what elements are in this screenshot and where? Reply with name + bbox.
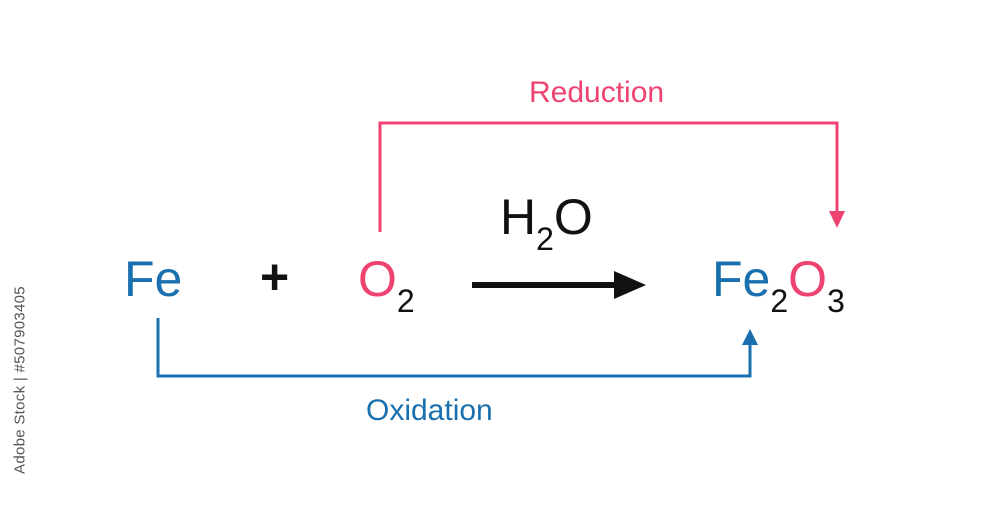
oxidation-bracket-line [156,318,752,378]
stock-watermark: Adobe Stock | #507903405 [10,265,30,495]
reduction-bracket-line [378,121,839,232]
reaction-arrowhead [614,271,646,299]
water-o-symbol: O [553,189,593,245]
water-h-symbol: H [500,189,537,245]
reactant-oxygen-symbol: O [358,251,397,307]
reduction-label: Reduction [529,76,665,109]
product-iron-subscript: 2 [770,283,789,319]
reactant-iron-symbol: Fe [124,251,183,307]
product-iron-oxide: Fe2O3 [712,251,845,317]
reaction-condition-water: H2O [500,189,593,255]
reactant-iron: Fe [124,254,182,304]
water-subscript: 2 [536,221,554,257]
reactant-oxygen: O2 [358,251,415,317]
stock-watermark-text: Adobe Stock | #507903405 [11,286,29,474]
product-iron-symbol: Fe [712,251,771,307]
product-oxygen-symbol: O [788,251,828,307]
reactant-oxygen-subscript: 2 [396,283,415,319]
plus-sign: + [260,249,290,305]
product-oxygen-subscript: 3 [827,283,845,319]
oxidation-label: Oxidation [366,394,493,427]
oxidation-arrowhead [742,329,758,345]
reduction-arrowhead [829,211,845,228]
